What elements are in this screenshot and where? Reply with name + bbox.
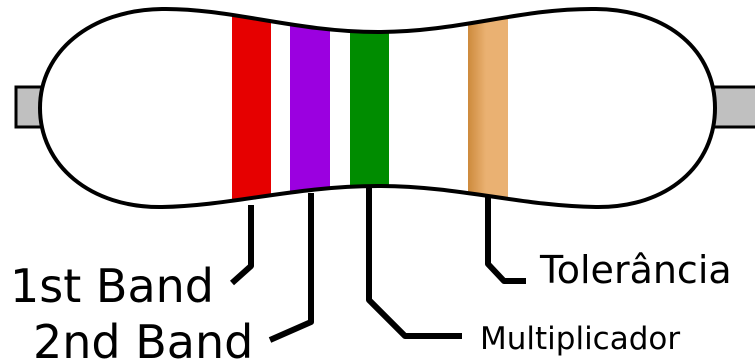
band-1	[232, 8, 271, 208]
leader-line-tolerance	[485, 196, 526, 284]
leader-line-second-band	[268, 193, 314, 343]
label-tolerance: Tolerância	[539, 248, 732, 292]
resistor-body-outline	[37, 6, 718, 210]
band-2	[290, 8, 330, 208]
label-multiplier: Multiplicador	[480, 321, 680, 357]
band-4	[468, 8, 508, 208]
label-second-band: 2nd Band	[33, 315, 253, 362]
band-3	[350, 8, 389, 208]
label-first-band: 1st Band	[10, 259, 214, 313]
leader-line-multiplier	[366, 186, 462, 339]
leader-line-first-band	[229, 205, 254, 286]
